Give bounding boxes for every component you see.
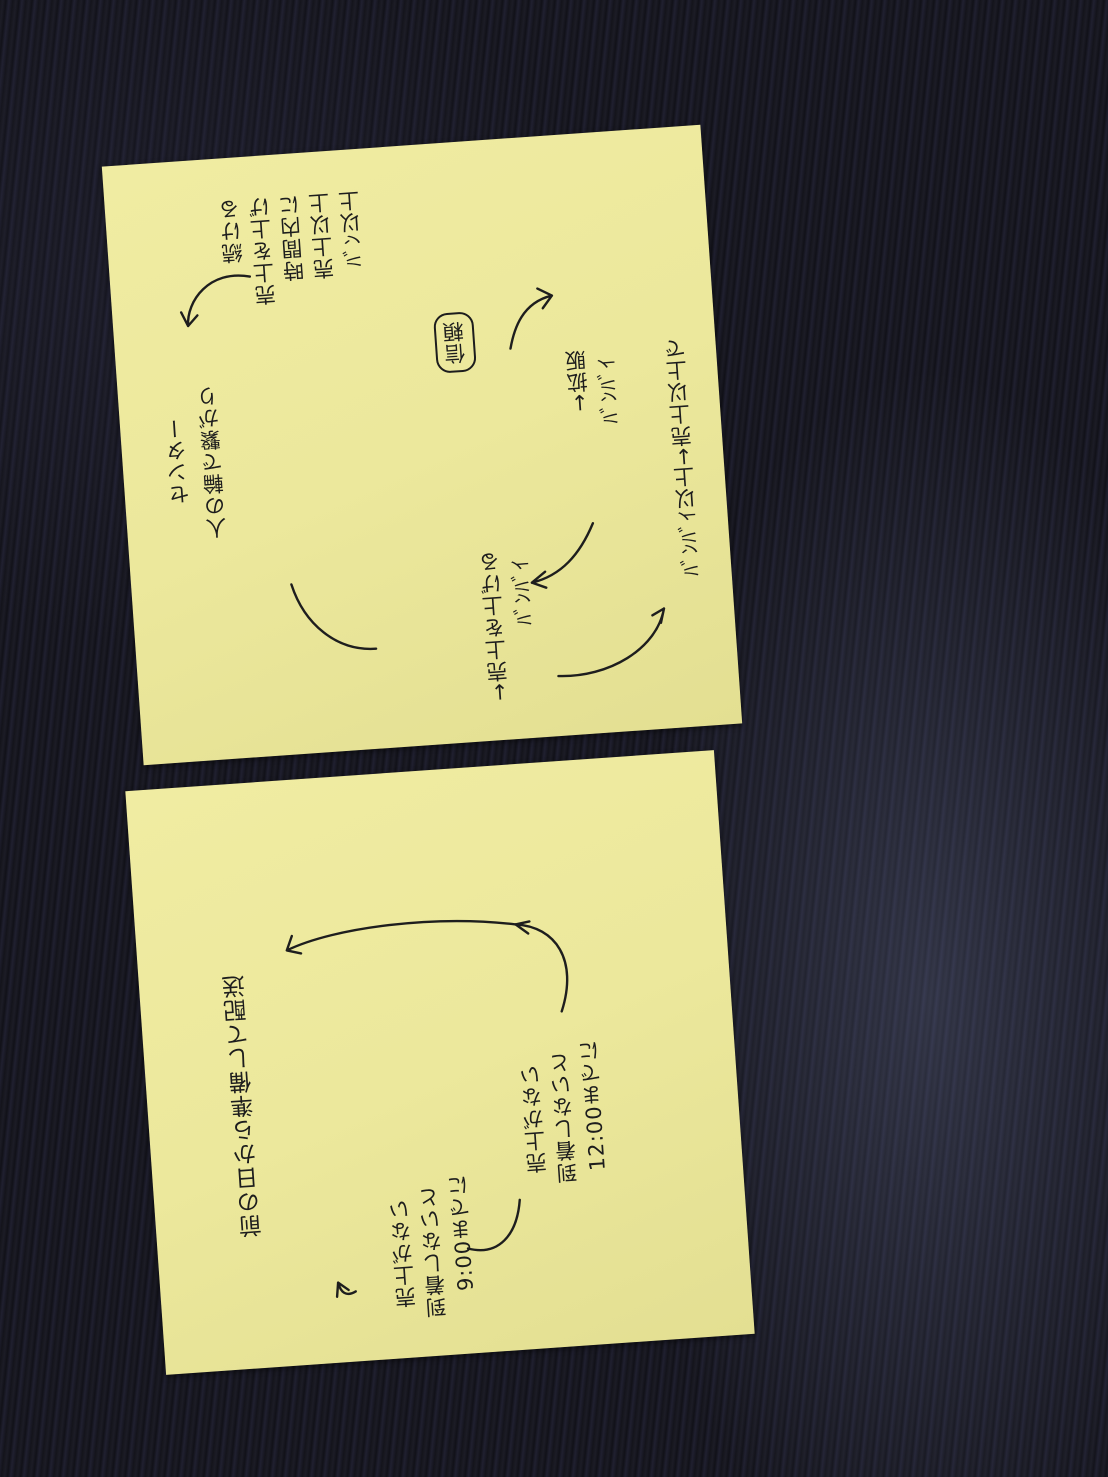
arrow-upper-left	[285, 920, 517, 955]
arrow-bottom-right	[290, 583, 378, 650]
top-note-block-c-line3: 時間内に	[277, 192, 308, 283]
sticky-note-bottom: 12:00までに 到着しないと 売上がない 9:00までに 到着しないと 売上が…	[125, 750, 755, 1375]
top-note-bottom-line2: センター	[162, 416, 193, 506]
sticky-note-top: ﾊﾞﾝﾊﾞｲ以上→売上以上で ﾊﾞﾝﾊﾞｲ →拡販 ﾊﾞﾝﾊﾞｲ →売上を上げる…	[101, 124, 743, 766]
arrow-top-right	[530, 522, 595, 589]
arrow-top-curve	[514, 920, 569, 1013]
top-note-block-a-line2: →拡販	[563, 348, 593, 413]
top-note-block-c-line1: ﾊﾞﾝ以上	[337, 188, 367, 268]
arrow-bottom-right	[335, 1281, 357, 1298]
top-note-block-c-line5: 続ける	[217, 197, 246, 265]
top-note-block-a-line1: ﾊﾞﾝﾊﾞｲ	[594, 356, 623, 425]
top-note-block-b-line1: ﾊﾞﾝﾊﾞｲ	[508, 557, 537, 627]
arrow-bottom-left	[179, 274, 252, 328]
bottom-note-bottom-text: 前の日から準備して配送	[222, 973, 267, 1239]
top-note-bottom-line1: 人の輪で繋がり	[195, 383, 230, 540]
top-note-header-text: ﾊﾞﾝﾊﾞｲ以上→売上以上で	[663, 336, 704, 577]
top-note-center-box: 信頼	[432, 311, 477, 374]
top-note-block-c-line2: 売上以上	[307, 190, 338, 281]
arrow-right-curve	[557, 607, 666, 678]
arrow-top-left	[509, 287, 554, 350]
